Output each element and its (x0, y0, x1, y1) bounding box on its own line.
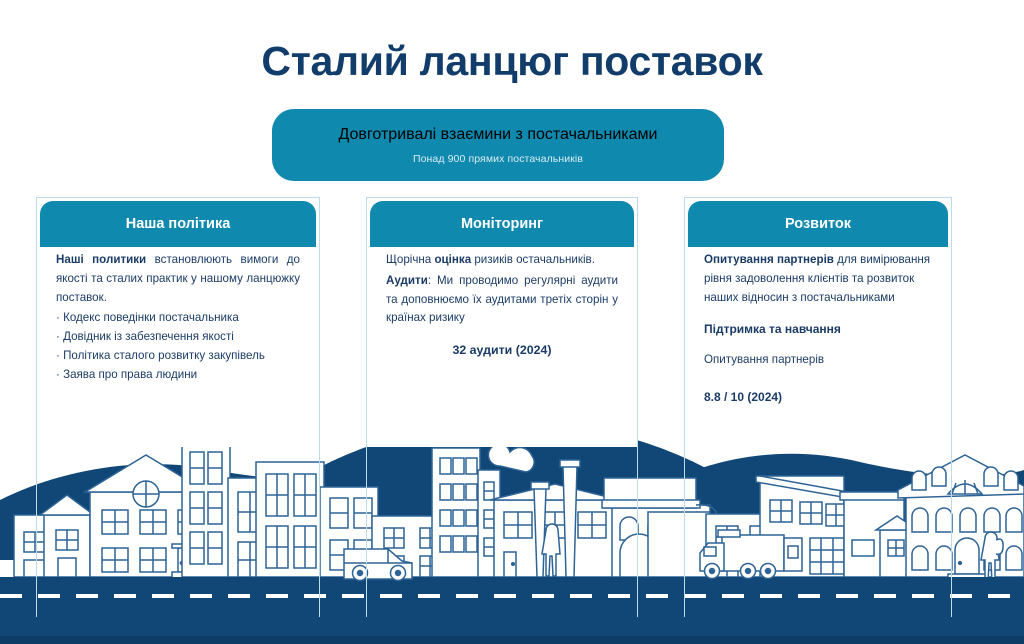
card-policy-header: Наша політика (40, 201, 316, 247)
development-subhead: Підтримка та навчання (704, 322, 841, 337)
policy-bullet-list: · Кодекс поведінки постачальника · Довід… (56, 309, 300, 384)
development-line1-bold: Опитування партнерів (704, 253, 834, 266)
development-line2: Опитування партнерів (704, 352, 825, 366)
card-policy-header-label: Наша політика (125, 216, 231, 232)
list-item: · Заява про права людини (56, 367, 198, 381)
spacer (704, 340, 932, 351)
card-monitoring-header-label: Моніторинг (460, 216, 544, 232)
spacer (704, 309, 932, 320)
policy-intro: Наші политики встановлюють вимоги до яко… (56, 251, 300, 307)
banner-subtitle: Понад 900 прямих постачальників (412, 152, 584, 165)
card-policy-body: Наші политики встановлюють вимоги до яко… (36, 251, 320, 384)
list-item: · Політика сталого розвитку закупівель (56, 348, 265, 362)
card-development-body: Опитування партнерів для вимірювання рів… (684, 251, 952, 407)
card-monitoring-header: Моніторинг (370, 201, 634, 247)
card-policy-tail (36, 447, 320, 617)
list-item: · Довідник із забезпечення якості (56, 330, 234, 344)
pedestrian-right (980, 531, 1004, 583)
monitoring-line1-bold: оцінка (434, 253, 472, 266)
card-monitoring-tail (366, 447, 638, 617)
monitoring-line1-b: ризиків остачальників. (471, 253, 595, 266)
card-development-tail (684, 447, 952, 617)
card-development-header: Розвиток (688, 201, 948, 247)
policy-intro-rest: встановлюють вимоги до якості та сталих … (56, 253, 300, 304)
page-title: Сталий ланцюг поставок (261, 38, 763, 84)
monitoring-line2-rest: : Ми проводимо регулярні аудити та допов… (386, 273, 618, 325)
card-development-header-label: Розвиток (784, 216, 852, 232)
monitoring-line1: Щорічна оцінка ризиків остачальників. (386, 251, 618, 270)
policy-intro-bold: Наші политики (56, 253, 147, 266)
banner-title: Довготривалі взаємини з постачальниками (338, 125, 658, 143)
list-item: · Кодекс поведінки постачальника (56, 311, 239, 325)
supplier-relationship-banner: Довготривалі взаємини з постачальниками … (272, 109, 724, 181)
spacer (704, 372, 932, 388)
road-bottom-band (0, 636, 1024, 644)
monitoring-line2: Аудити: Ми проводимо регулярні аудити та… (386, 272, 618, 328)
monitoring-line2-bold: Аудити (386, 273, 428, 287)
development-metric: 8.8 / 10 (2024) (704, 389, 783, 404)
monitoring-line1-a: Щорічна (386, 253, 435, 266)
development-line1-rest: для вимірювання рівня задоволення клієнт… (704, 253, 931, 304)
development-line1: Опитування партнерів для вимірювання рів… (704, 251, 932, 307)
card-monitoring-body: Щорічна оцінка ризиків остачальників. Ау… (366, 251, 638, 360)
monitoring-metric: 32 аудити (2024) (452, 343, 552, 358)
